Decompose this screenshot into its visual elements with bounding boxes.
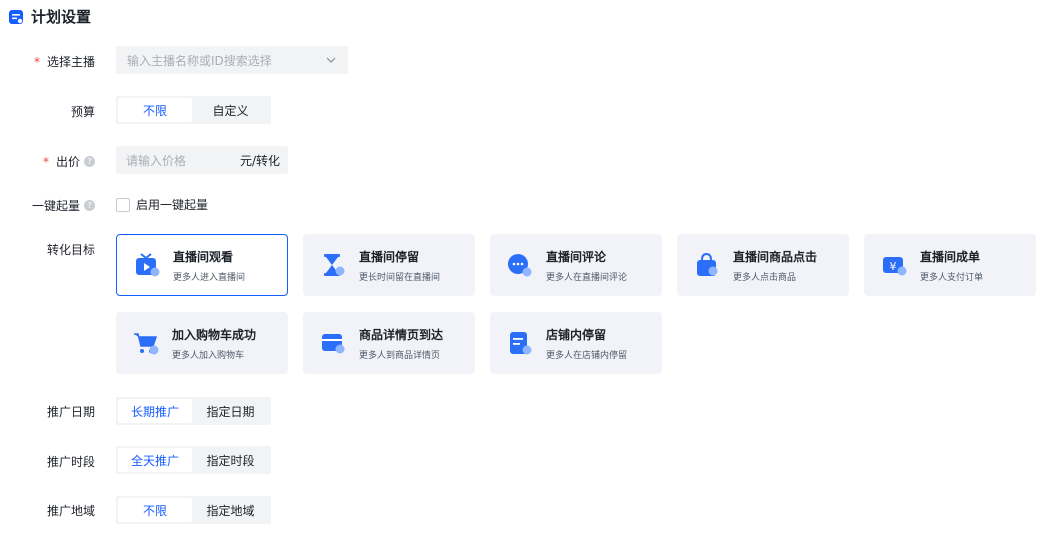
budget-segment: 不限 自定义	[116, 96, 271, 124]
card-title: 直播间评论	[546, 249, 607, 264]
page-title: 计划设置	[8, 6, 91, 27]
card-title: 商品详情页到达	[359, 327, 444, 342]
card-title: 直播间成单	[920, 249, 981, 264]
card-title: 店铺内停留	[546, 327, 607, 342]
one-click-checkbox[interactable]	[116, 197, 130, 212]
promo-region-option-unlimited[interactable]: 不限	[118, 498, 192, 522]
bid-unit: 元/转化	[239, 153, 280, 168]
conversion-card-live-order[interactable]: ¥ 直播间成单 更多人支付订单	[864, 234, 1036, 296]
promo-date-segment: 长期推广 指定日期	[116, 397, 271, 425]
promo-time-segment: 全天推广 指定时段	[116, 446, 271, 474]
conversion-card-live-view[interactable]: 直播间观看 更多人进入直播间	[116, 234, 288, 296]
one-click-label: 一键起量 ?	[32, 197, 95, 214]
promo-region-option-specify[interactable]: 指定地域	[206, 503, 255, 518]
hourglass-icon	[324, 254, 345, 276]
budget-label: 预算	[70, 105, 95, 119]
card-desc: 更多人到商品详情页	[359, 350, 441, 361]
conversion-card-live-comment[interactable]: 直播间评论 更多人在直播间评论	[490, 234, 662, 296]
promo-date-option-long-term[interactable]: 长期推广	[118, 399, 192, 423]
bid-input[interactable]: 请输入价格 元/转化	[116, 146, 288, 174]
budget-option-custom[interactable]: 自定义	[212, 103, 249, 118]
conversion-card-detail-page[interactable]: 商品详情页到达 更多人到商品详情页	[303, 312, 475, 374]
promo-region-label: 推广地域	[46, 504, 95, 518]
card-title: 直播间商品点击	[733, 249, 818, 264]
plan-doc-icon	[9, 9, 23, 24]
card-desc: 更多人在店铺内停留	[546, 350, 628, 361]
conversion-card-add-cart[interactable]: 加入购物车成功 更多人加入购物车	[116, 312, 288, 374]
budget-option-unlimited[interactable]: 不限	[118, 98, 192, 122]
anchor-select-placeholder: 输入主播名称或ID搜索选择	[127, 53, 272, 68]
page-title-text: 计划设置	[31, 8, 92, 26]
comment-icon	[508, 254, 532, 277]
order-yen-icon: ¥	[883, 257, 907, 276]
help-icon[interactable]: ?	[84, 156, 95, 167]
promo-time-option-all-day[interactable]: 全天推广	[118, 448, 192, 472]
one-click-checkbox-row[interactable]: 启用一键起量	[116, 196, 208, 213]
shop-doc-icon	[510, 332, 532, 355]
product-detail-icon	[322, 334, 345, 354]
card-title: 直播间观看	[173, 249, 234, 264]
card-desc: 更多人在直播间评论	[546, 272, 628, 283]
anchor-label: *选择主播	[33, 54, 95, 70]
promo-time-label: 推广时段	[46, 455, 95, 469]
promo-date-option-specify[interactable]: 指定日期	[206, 404, 255, 419]
conversion-card-shop-stay[interactable]: 店铺内停留 更多人在店铺内停留	[490, 312, 662, 374]
card-title: 加入购物车成功	[172, 327, 257, 342]
promo-date-label: 推广日期	[46, 405, 95, 419]
bid-input-placeholder: 请输入价格	[126, 153, 187, 168]
card-desc: 更多人加入购物车	[172, 350, 245, 361]
card-title: 直播间停留	[359, 249, 420, 264]
promo-time-option-specify[interactable]: 指定时段	[206, 453, 255, 468]
help-icon[interactable]: ?	[84, 200, 95, 211]
card-desc: 更多人点击商品	[733, 272, 797, 283]
svg-text:¥: ¥	[890, 260, 897, 273]
promo-region-segment: 不限 指定地域	[116, 496, 271, 524]
card-desc: 更多人进入直播间	[173, 272, 246, 283]
bid-label: *出价 ?	[43, 153, 95, 170]
conversion-card-live-stay[interactable]: 直播间停留 更长时间留在直播间	[303, 234, 475, 296]
anchor-select[interactable]: 输入主播名称或ID搜索选择	[116, 46, 348, 74]
shopping-bag-icon	[697, 252, 718, 276]
tv-play-icon	[136, 253, 160, 277]
conversion-label: 转化目标	[46, 243, 95, 257]
cart-icon	[134, 333, 159, 355]
card-desc: 更长时间留在直播间	[359, 272, 441, 283]
conversion-card-product-click[interactable]: 直播间商品点击 更多人点击商品	[677, 234, 849, 296]
one-click-checkbox-label[interactable]: 启用一键起量	[136, 198, 209, 212]
card-desc: 更多人支付订单	[920, 272, 984, 283]
chevron-down-icon	[326, 57, 336, 63]
